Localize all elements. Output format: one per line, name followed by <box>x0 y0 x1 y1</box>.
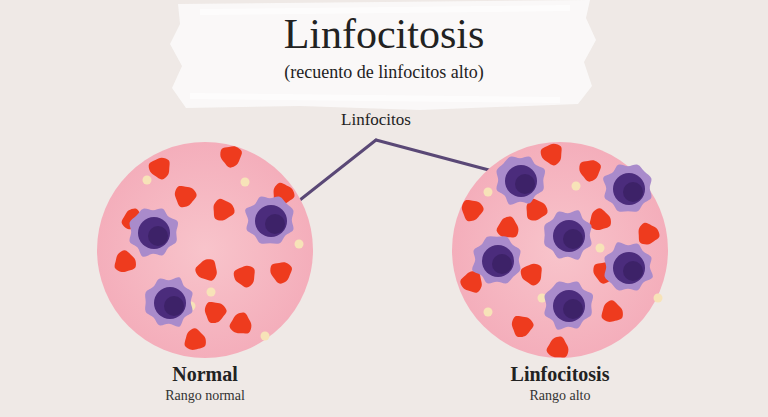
lymphocyte-cytoplasm <box>604 242 652 290</box>
red-blood-cell <box>512 316 534 337</box>
lymphocyte-nucleus <box>613 173 645 205</box>
red-blood-cell <box>220 146 242 167</box>
platelet <box>484 188 493 197</box>
red-blood-cell <box>590 208 611 230</box>
nucleus-shade <box>515 174 535 194</box>
platelet <box>207 288 216 297</box>
lymphocyte <box>145 277 192 327</box>
smear-illustration <box>445 135 675 365</box>
red-blood-cell <box>547 337 569 358</box>
smear-outline <box>97 142 313 358</box>
nucleus-shade <box>164 296 184 316</box>
lymphocyte <box>544 281 593 329</box>
red-blood-cell <box>639 223 660 245</box>
lymphocyte-nucleus <box>154 287 186 319</box>
red-blood-cell <box>195 259 217 281</box>
lymphocyte-nucleus <box>553 290 585 322</box>
lymphocyte <box>245 196 293 243</box>
lymphocyte <box>604 242 652 290</box>
subtitle: (recuento de linfocitos alto) <box>284 62 483 83</box>
platelet <box>654 294 663 303</box>
lymphocyte-nucleus <box>482 245 514 277</box>
nucleus-shade <box>265 214 285 234</box>
platelet <box>143 176 152 185</box>
blood-smear-circle: NormalRango normal <box>90 135 320 406</box>
platelet <box>484 308 493 317</box>
panel-subheading: Rango normal <box>90 386 320 406</box>
lymphocyte-nucleus <box>505 165 537 197</box>
lymphocyte-cytoplasm <box>544 210 591 260</box>
lymphocyte-cytoplasm <box>544 281 593 329</box>
lymphocyte <box>544 210 591 260</box>
nucleus-shade <box>563 299 583 319</box>
platelet <box>596 244 605 253</box>
lymphocyte-nucleus <box>613 252 645 284</box>
lymphocyte-cytoplasm <box>245 196 293 243</box>
nucleus-shade <box>623 261 643 281</box>
panel-heading: Normal <box>90 362 320 386</box>
platelet <box>295 240 304 249</box>
lymphocyte <box>472 236 520 283</box>
red-blood-cell <box>270 262 292 283</box>
red-blood-cell <box>521 264 542 286</box>
red-blood-cell <box>175 186 197 207</box>
red-blood-cell <box>234 266 255 288</box>
lymphocyte-cytoplasm <box>496 156 545 204</box>
lymphocyte-cytoplasm <box>129 208 178 256</box>
caption-group: NormalRango normal <box>90 135 320 406</box>
red-blood-cell <box>205 302 227 323</box>
lymphocyte <box>603 164 651 211</box>
lymphocyte <box>496 156 545 204</box>
blood-smear-circle: LinfocitosisRango alto <box>445 135 675 406</box>
red-blood-cell <box>579 160 601 181</box>
red-blood-cell <box>602 300 623 322</box>
lymphocyte-cytoplasm <box>145 277 192 327</box>
panel-subheading: Rango alto <box>445 386 675 406</box>
panel-heading: Linfocitosis <box>445 362 675 386</box>
brush-patch <box>170 0 596 110</box>
platelet <box>241 178 250 187</box>
red-blood-cell <box>115 250 136 272</box>
nucleus-shade <box>563 229 583 249</box>
lymphocyte-cytoplasm <box>603 164 651 211</box>
nucleus-shade <box>148 226 168 246</box>
platelet <box>261 332 270 341</box>
lymphocyte-cytoplasm <box>472 236 520 283</box>
red-blood-cell <box>149 158 170 180</box>
caption-group: LinfocitosisRango alto <box>445 135 675 406</box>
red-blood-cell <box>497 217 519 238</box>
red-blood-cell <box>462 200 484 221</box>
platelet <box>572 182 581 191</box>
lymphocyte-nucleus <box>255 205 287 237</box>
nucleus-shade <box>623 182 643 202</box>
smear-outline <box>452 142 668 358</box>
red-blood-cell <box>214 199 235 221</box>
red-blood-cell <box>185 328 206 350</box>
nucleus-shade <box>492 254 512 274</box>
callout-label: Linfocitos <box>341 110 411 130</box>
red-blood-cell <box>460 271 482 293</box>
smear-illustration <box>90 135 320 365</box>
lymphocyte-nucleus <box>138 217 170 249</box>
brush-stroke <box>190 8 570 100</box>
red-blood-cell <box>541 144 562 166</box>
lymphocyte <box>129 208 178 256</box>
lymphocyte-nucleus <box>553 220 585 252</box>
red-blood-cell <box>230 313 252 334</box>
title: Linfocitosis <box>284 10 485 58</box>
